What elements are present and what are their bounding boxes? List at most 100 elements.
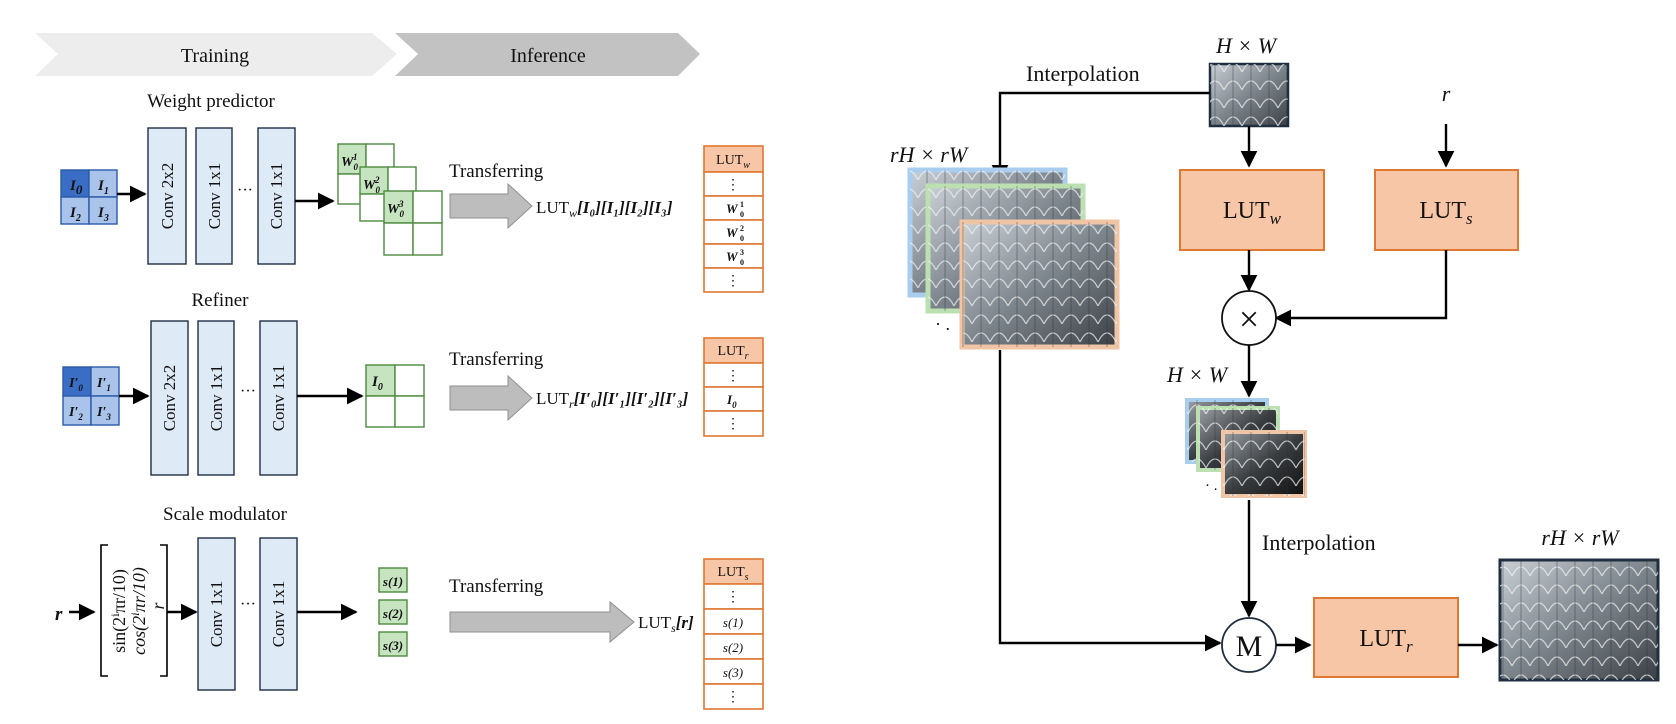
scale-outputs: s(1) s(2) s(3) — [378, 567, 408, 657]
svg-text:I′2: I′2 — [68, 405, 83, 422]
output-image — [1498, 558, 1660, 682]
weight-outputs: W01 W02 W03 — [337, 143, 443, 256]
conv-2x2-block — [150, 320, 189, 476]
arrow-luts-to-multiply — [1274, 250, 1448, 327]
scale-input: r sin(2ⁱπr/10) cos(2ⁱπr/10) r — [55, 544, 168, 677]
lut-table-cell — [703, 608, 764, 635]
scale-cell — [378, 631, 408, 657]
refiner-conv-stack: Conv 2x2 Conv 1x1 ··· Conv 1x1 — [150, 320, 298, 476]
rhrw-output-label: rH × rW — [1541, 525, 1620, 550]
svg-text:3: 3 — [740, 248, 744, 257]
lut-table-cell — [703, 633, 764, 660]
weight-cell — [412, 222, 443, 256]
svg-text:LUTs: LUTs — [717, 565, 748, 583]
output-cell — [365, 395, 396, 428]
weighted-image-stack: · . — [1185, 398, 1307, 498]
svg-text:⋮: ⋮ — [726, 178, 740, 193]
interpolation-bottom-label: Interpolation — [1262, 530, 1376, 555]
svg-text:LUTr: LUTr — [1359, 626, 1413, 656]
svg-text:I′0: I′0 — [68, 376, 83, 393]
conv-1x1-label: Conv 1x1 — [267, 163, 286, 230]
svg-text:I1: I1 — [97, 178, 109, 197]
svg-text:s(3): s(3) — [723, 665, 743, 680]
refiner-output-grid: I0 — [365, 364, 425, 428]
svg-text:I2: I2 — [69, 205, 81, 224]
svg-text:s(1): s(1) — [382, 574, 403, 589]
upsampled-image-stack: · . — [907, 167, 1120, 350]
weight-predictor-title: Weight predictor — [147, 91, 275, 112]
lut-table-header — [703, 337, 764, 364]
transferring-label: Transferring — [449, 349, 544, 370]
conv-1x1-label: Conv 1x1 — [207, 365, 226, 432]
conv-1x1-label: Conv 1x1 — [207, 581, 226, 648]
svg-text:LUTw: LUTw — [716, 153, 750, 171]
conv-1x1-block — [197, 537, 236, 691]
svg-text:I0: I0 — [726, 392, 737, 410]
hw-mid-label: H × W — [1166, 362, 1229, 387]
lut-r-rect — [1313, 597, 1459, 678]
svg-text:I′3: I′3 — [96, 405, 111, 422]
lut-r-table: LUTr ⋮ I0 ⋮ — [703, 337, 764, 437]
transfer-arrow — [449, 374, 533, 422]
weighted-photo-texture — [1223, 432, 1305, 496]
svg-text:W03: W03 — [387, 199, 404, 219]
sin-encoding: sin(2ⁱπr/10) — [109, 569, 130, 653]
svg-text:0: 0 — [740, 234, 744, 243]
refiner-input-grid: I′0 I′1 I′2 I′3 — [62, 366, 120, 426]
layer-dots: ··· — [240, 596, 256, 613]
scale-modulator-title: Scale modulator — [163, 504, 288, 525]
input-cell-i2-prime — [62, 395, 92, 426]
r-input-label: r — [55, 604, 63, 625]
svg-text:W: W — [726, 201, 739, 216]
lut-table-cell — [703, 267, 764, 293]
layer-dots: ··· — [240, 383, 256, 400]
input-cell-i2 — [60, 196, 90, 225]
lut-table-cell — [703, 362, 764, 388]
lut-s-rect — [1374, 169, 1519, 251]
conv-1x1-block — [195, 127, 233, 265]
svg-text:s(2): s(2) — [382, 606, 403, 621]
arrow-upsampled-to-merge — [998, 350, 1222, 652]
lut-r-box: LUTr — [1313, 597, 1459, 678]
stack-photo-texture — [962, 222, 1117, 347]
left-bracket — [100, 544, 108, 677]
svg-text:⋮: ⋮ — [726, 417, 740, 432]
lut-s-index-expr: LUTs[r] — [638, 613, 694, 635]
lut-w-index-expr: LUTw[I₀][I₁][I₂][I₃] — [536, 198, 673, 220]
training-chevron — [35, 33, 397, 76]
svg-text:0: 0 — [740, 210, 744, 219]
conv-2x2-label: Conv 2x2 — [158, 163, 177, 230]
lut-s-table: LUTs ⋮ s(1) s(2) s(3) ⋮ — [703, 558, 764, 710]
cos-encoding: cos(2ⁱπr/10) — [129, 567, 150, 655]
conv-1x1-label: Conv 1x1 — [269, 581, 288, 648]
right-bracket — [160, 544, 168, 677]
scale-conv-stack: Conv 1x1 ··· Conv 1x1 — [197, 537, 298, 691]
transfer-arrow — [449, 182, 533, 230]
transfer-scale: Transferring LUTs[r] — [449, 576, 694, 644]
svg-text:W01: W01 — [341, 152, 358, 172]
svg-text:0: 0 — [740, 258, 744, 267]
conv-1x1-block — [197, 320, 235, 476]
input-cell-i0 — [60, 169, 90, 198]
transferring-label: Transferring — [449, 576, 544, 597]
svg-text:I0: I0 — [371, 374, 383, 393]
r-top-label: r — [1442, 81, 1451, 106]
inference-chevron — [395, 33, 700, 76]
input-photo-texture — [1210, 64, 1288, 126]
conv-1x1-block — [259, 537, 298, 691]
conv-1x1-label: Conv 1x1 — [269, 365, 288, 432]
weight-cell — [387, 166, 417, 195]
weight-cell — [412, 190, 443, 224]
svg-text:⋮: ⋮ — [726, 274, 740, 289]
lut-w-box: LUTw — [1179, 169, 1325, 251]
conv-2x2-block — [147, 127, 187, 265]
input-cell-i1 — [88, 169, 118, 198]
lut-table-cell — [703, 410, 764, 437]
svg-text:LUTw: LUTw — [1223, 198, 1282, 228]
rhrw-stack-label: rH × rW — [890, 142, 969, 167]
inference-banner: Inference — [395, 33, 700, 76]
transfer-arrow — [449, 600, 635, 644]
svg-text:LUTs: LUTs — [1419, 198, 1473, 228]
